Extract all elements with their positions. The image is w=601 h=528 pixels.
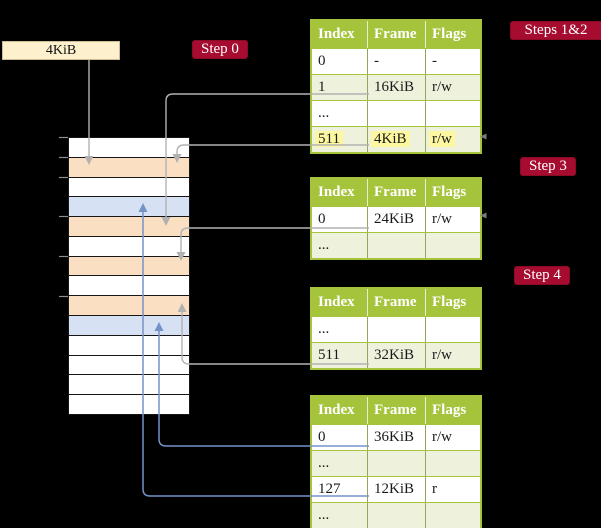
header-flags: Flags <box>425 397 480 424</box>
table-row: 127 12KiB r <box>312 476 480 502</box>
memory-frame-row-white <box>69 275 189 296</box>
cell-index: ... <box>318 105 330 121</box>
header-flags: Flags <box>425 21 480 48</box>
table-row: 0 - - <box>312 48 480 74</box>
table-row: 0 36KiB r/w <box>312 424 480 450</box>
memory-frame-row-orange <box>69 295 189 316</box>
memory-column <box>68 137 190 415</box>
memory-frame-row-white <box>69 334 189 355</box>
header-frame: Frame <box>367 21 425 48</box>
cell-index: 511 <box>318 347 340 363</box>
cell-index: 511 <box>312 127 367 152</box>
highlighted-value: 511 <box>315 131 343 147</box>
table-row: ... <box>312 316 480 342</box>
cell-frame <box>367 317 425 342</box>
cell-flags: r/w <box>425 207 480 232</box>
steps-1-2-badge: Steps 1&2 <box>510 21 601 40</box>
root-table-pointer: 4KiB <box>2 41 120 60</box>
table-row: ... <box>312 232 480 258</box>
memory-frame-row-orange <box>69 255 189 276</box>
cell-flags: r/w <box>425 343 480 368</box>
table-row-recursive-entry: 511 4KiB r/w <box>312 126 480 152</box>
memory-frame-row-white <box>69 138 189 157</box>
header-index: Index <box>318 184 355 200</box>
table-row: ... <box>312 502 480 528</box>
memory-frame-row-blue <box>69 315 189 335</box>
cell-flags <box>425 101 480 126</box>
memory-frame-row-orange <box>69 156 189 177</box>
cell-frame: 12KiB <box>367 477 425 502</box>
table-header-row: Index Frame Flags <box>312 21 480 48</box>
header-flags: Flags <box>425 289 480 316</box>
cell-flags <box>425 317 480 342</box>
header-index: Index <box>318 26 355 42</box>
memory-frame-row-white <box>69 176 189 197</box>
highlighted-value: 4KiB <box>371 131 410 147</box>
table-header-row: Index Frame Flags <box>312 179 480 206</box>
step-3-badge: Step 3 <box>520 157 576 176</box>
step-4-badge: Step 4 <box>514 266 570 285</box>
cell-flags: r/w <box>425 127 480 152</box>
table-row: ... <box>312 100 480 126</box>
cell-frame: 16KiB <box>367 75 425 100</box>
cell-frame: 4KiB <box>367 127 425 152</box>
level-3-page-table: Index Frame Flags 0 24KiB r/w ... <box>310 177 482 260</box>
cell-flags: r/w <box>425 75 480 100</box>
header-index: Index <box>318 294 355 310</box>
level-4-page-table: Index Frame Flags 0 - - 1 16KiB r/w ... … <box>310 19 482 154</box>
table-header-row: Index Frame Flags <box>312 397 480 424</box>
cell-index: ... <box>318 455 330 471</box>
cell-flags: r/w <box>425 425 480 450</box>
cell-index: ... <box>318 507 330 523</box>
cell-flags: - <box>425 49 480 74</box>
memory-frame-row-orange <box>69 216 189 236</box>
header-frame: Frame <box>367 397 425 424</box>
cell-frame: 36KiB <box>367 425 425 450</box>
table-row: 0 24KiB r/w <box>312 206 480 232</box>
memory-frame-row-white <box>69 374 189 395</box>
cell-frame: 32KiB <box>367 343 425 368</box>
table-header-row: Index Frame Flags <box>312 289 480 316</box>
memory-frame-row-white <box>69 394 189 414</box>
cell-index: ... <box>318 237 330 253</box>
memory-frame-row-white <box>69 235 189 256</box>
table-row: 1 16KiB r/w <box>312 74 480 100</box>
header-frame: Frame <box>367 289 425 316</box>
highlighted-value: r/w <box>429 131 455 147</box>
cell-frame <box>367 503 425 528</box>
cell-index: ... <box>318 321 330 337</box>
root-pointer-label: 4KiB <box>45 43 77 58</box>
cell-index: 0 <box>318 211 326 227</box>
level-1-page-table: Index Frame Flags 0 36KiB r/w ... 127 12… <box>310 395 482 528</box>
cell-flags: r <box>425 477 480 502</box>
cell-frame <box>367 451 425 476</box>
cell-frame <box>367 101 425 126</box>
cell-flags <box>425 451 480 476</box>
header-flags: Flags <box>425 179 480 206</box>
cell-index: 127 <box>318 481 341 497</box>
cell-index: 0 <box>318 53 326 69</box>
cell-frame: 24KiB <box>367 207 425 232</box>
level-2-page-table: Index Frame Flags ... 511 32KiB r/w <box>310 287 482 370</box>
memory-address-ticks <box>59 136 68 298</box>
step-0-badge: Step 0 <box>192 40 248 59</box>
memory-frame-row-blue <box>69 196 189 217</box>
memory-frame-row-white <box>69 354 189 375</box>
cell-index: 0 <box>318 429 326 445</box>
header-index: Index <box>318 402 355 418</box>
header-frame: Frame <box>367 179 425 206</box>
cell-frame <box>367 233 425 258</box>
cell-flags <box>425 503 480 528</box>
table-row: ... <box>312 450 480 476</box>
table-row: 511 32KiB r/w <box>312 342 480 368</box>
cell-flags <box>425 233 480 258</box>
cell-frame: - <box>367 49 425 74</box>
cell-index: 1 <box>318 79 326 95</box>
